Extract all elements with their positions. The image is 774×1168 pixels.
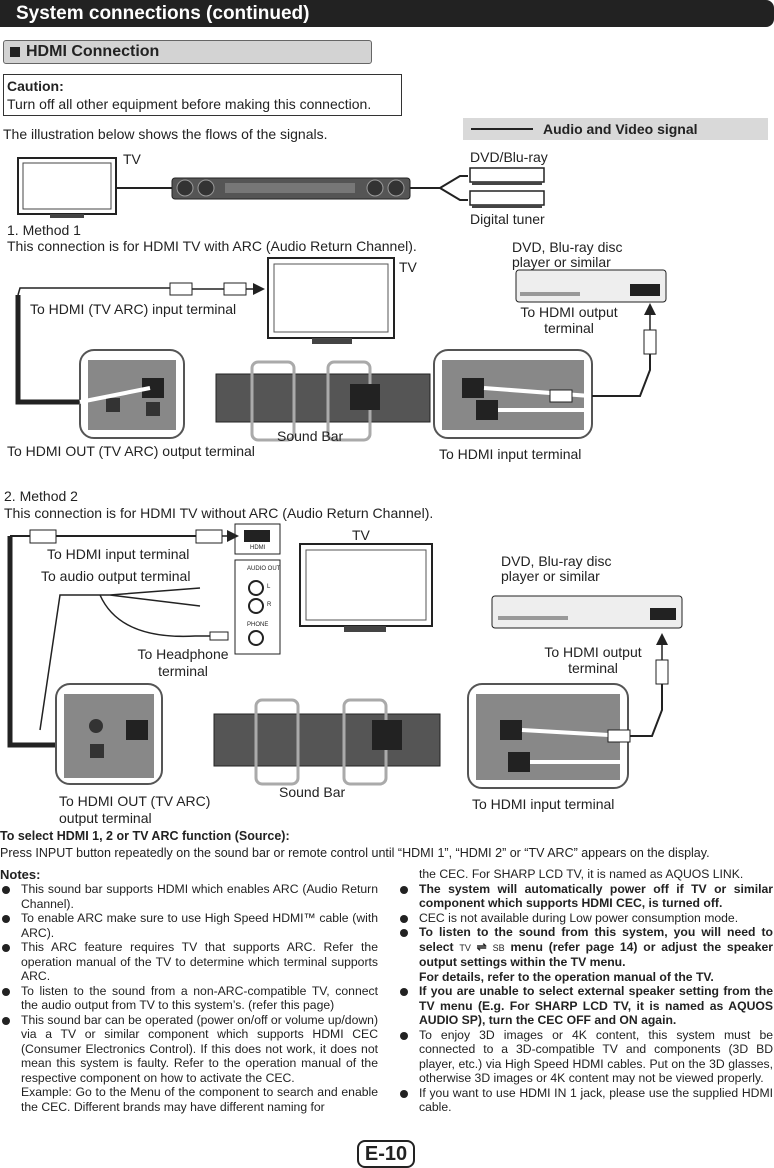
bullet-icon <box>400 1089 408 1098</box>
method2-audio-output-label: To audio output terminal <box>41 568 191 584</box>
source-body: Press INPUT button repeatedly on the sou… <box>0 846 710 860</box>
section-heading: HDMI Connection <box>3 40 372 64</box>
method1-left-zoom <box>79 349 185 439</box>
flow-dvd-label: DVD/Blu-ray <box>470 149 548 165</box>
method2-title: 2. Method 2 <box>4 488 78 504</box>
method2-tv-icon <box>299 543 433 632</box>
flow-dvd-icon <box>469 167 545 185</box>
method2-hdmi-output-label-2: terminal <box>568 660 618 676</box>
section-title: HDMI Connection <box>26 43 160 60</box>
legend-label: Audio and Video signal <box>543 121 698 137</box>
method1-hdmi-tv-arc-input-label: To HDMI (TV ARC) input terminal <box>30 301 237 317</box>
note-continuation: the CEC. For SHARP LCD TV, it is named a… <box>419 867 744 881</box>
bullet-icon <box>2 915 10 923</box>
tv-mode-label: TV <box>459 942 471 953</box>
intro-text: The illustration below shows the flows o… <box>3 126 328 142</box>
source-heading: To select HDMI 1, 2 or TV ARC function (… <box>0 829 290 843</box>
flow-soundbar-icon <box>171 177 411 200</box>
note-item: To enjoy 3D images or 4K content, this s… <box>398 1028 773 1086</box>
notes-left-column: This sound bar supports HDMI which enabl… <box>0 882 378 1114</box>
method1-player-icon <box>515 269 667 303</box>
caution-box: Caution: Turn off all other equipment be… <box>3 74 402 116</box>
method1-hdmi-output-label-1: To HDMI output <box>520 304 618 320</box>
method1-tv-icon <box>267 257 395 344</box>
legend-line <box>471 128 533 130</box>
method2-description: This connection is for HDMI TV without A… <box>4 505 434 521</box>
bullet-icon <box>2 987 10 996</box>
method2-right-zoom <box>467 683 629 789</box>
caution-body: Turn off all other equipment before maki… <box>7 96 372 112</box>
method1-title: 1. Method 1 <box>7 222 81 238</box>
bullet-icon <box>400 885 408 894</box>
method1-hdmi-input-label: To HDMI input terminal <box>439 446 582 462</box>
method2-player-label-2: player or similar <box>501 568 600 584</box>
method2-soundbar-back <box>213 698 441 786</box>
method1-description: This connection is for HDMI TV with ARC … <box>7 238 417 254</box>
method2-hdmi-input-label: To HDMI input terminal <box>472 796 615 812</box>
method2-panel-l-label: L <box>267 584 271 590</box>
swap-arrows-icon: ⇌ <box>476 939 487 954</box>
caution-heading: Caution: <box>7 78 64 94</box>
note-item: This sound bar can be operated (power on… <box>0 1013 378 1086</box>
method1-right-zoom <box>433 349 593 439</box>
method1-soundbar-back <box>215 360 431 442</box>
bullet-icon <box>2 1016 10 1025</box>
note-item: To listen to the sound from a non-ARC-co… <box>0 984 378 1013</box>
bullet-icon <box>400 914 408 923</box>
note-item: If you are unable to select external spe… <box>398 984 773 1028</box>
connection-illustration <box>7 157 683 789</box>
method2-player-label-1: DVD, Blu-ray disc <box>501 553 612 569</box>
note-item: The system will automatically power off … <box>398 882 773 911</box>
method1-hdmi-out-arc-label: To HDMI OUT (TV ARC) output terminal <box>7 443 255 459</box>
method2-hdmi-input-top-label: To HDMI input terminal <box>47 546 190 562</box>
method2-panel-audio-label: AUDIO OUT <box>247 566 281 572</box>
flow-tv-label: TV <box>123 151 141 167</box>
note-item: This sound bar supports HDMI which enabl… <box>0 882 378 911</box>
square-bullet-icon <box>10 47 20 57</box>
page-header: System connections (continued) <box>0 0 774 27</box>
flow-tv-icon <box>17 157 117 218</box>
method2-panel-phone-label: PHONE <box>247 622 269 628</box>
note-item: This ARC feature requires TV that suppor… <box>0 940 378 984</box>
bullet-icon <box>2 886 10 894</box>
page-number: E-10 <box>357 1140 415 1168</box>
method2-soundbar-label: Sound Bar <box>279 784 346 800</box>
method2-tv-audio-panel <box>234 559 281 655</box>
signal-legend: Audio and Video signal <box>463 118 768 140</box>
method1-player-label-2: player or similar <box>512 254 611 270</box>
method2-tv-label: TV <box>352 527 370 543</box>
method1-arc-cable <box>15 295 80 405</box>
note-example: Example: Go to the Menu of the component… <box>21 1085 378 1114</box>
method1-tv-label: TV <box>399 259 417 275</box>
note-item: CEC is not available during Low power co… <box>398 911 773 926</box>
flow-line-split <box>410 175 468 201</box>
bullet-icon <box>2 944 10 952</box>
method2-hdmi-badge: HDMI <box>250 545 266 551</box>
method2-panel-r-label: R <box>267 602 272 608</box>
method2-hdmi-output-label-1: To HDMI output <box>544 644 642 660</box>
flow-tuner-icon <box>469 190 545 208</box>
sb-mode-label: SB <box>492 942 505 953</box>
method1-player-label-1: DVD, Blu-ray disc <box>512 239 623 255</box>
bullet-icon <box>400 988 408 996</box>
note-item: To enable ARC make sure to use High Spee… <box>0 911 378 940</box>
bullet-icon <box>400 929 408 937</box>
method2-player-icon <box>491 595 683 629</box>
page-title: System connections (continued) <box>16 3 310 24</box>
notes-right-column: the CEC. For SHARP LCD TV, it is named a… <box>398 867 773 1115</box>
method2-headphone-label-1: To Headphone <box>137 646 229 662</box>
method1-soundbar-label: Sound Bar <box>277 428 344 444</box>
method2-hdmi-out-arc-label-1: To HDMI OUT (TV ARC) <box>59 793 211 809</box>
method1-hdmi-output-label-2: terminal <box>544 320 594 336</box>
method2-tv-hdmi-panel <box>234 523 281 555</box>
method2-headphone-label-2: terminal <box>158 663 208 679</box>
note-item: To listen to the sound from this system,… <box>398 925 773 984</box>
method2-hdmi-out-arc-label-2: output terminal <box>59 810 152 826</box>
note-item: If you want to use HDMI IN 1 jack, pleas… <box>398 1086 773 1115</box>
method2-left-zoom <box>55 683 163 785</box>
flow-tuner-label: Digital tuner <box>470 211 545 227</box>
notes-heading: Notes: <box>0 867 41 882</box>
bullet-icon <box>400 1031 408 1040</box>
